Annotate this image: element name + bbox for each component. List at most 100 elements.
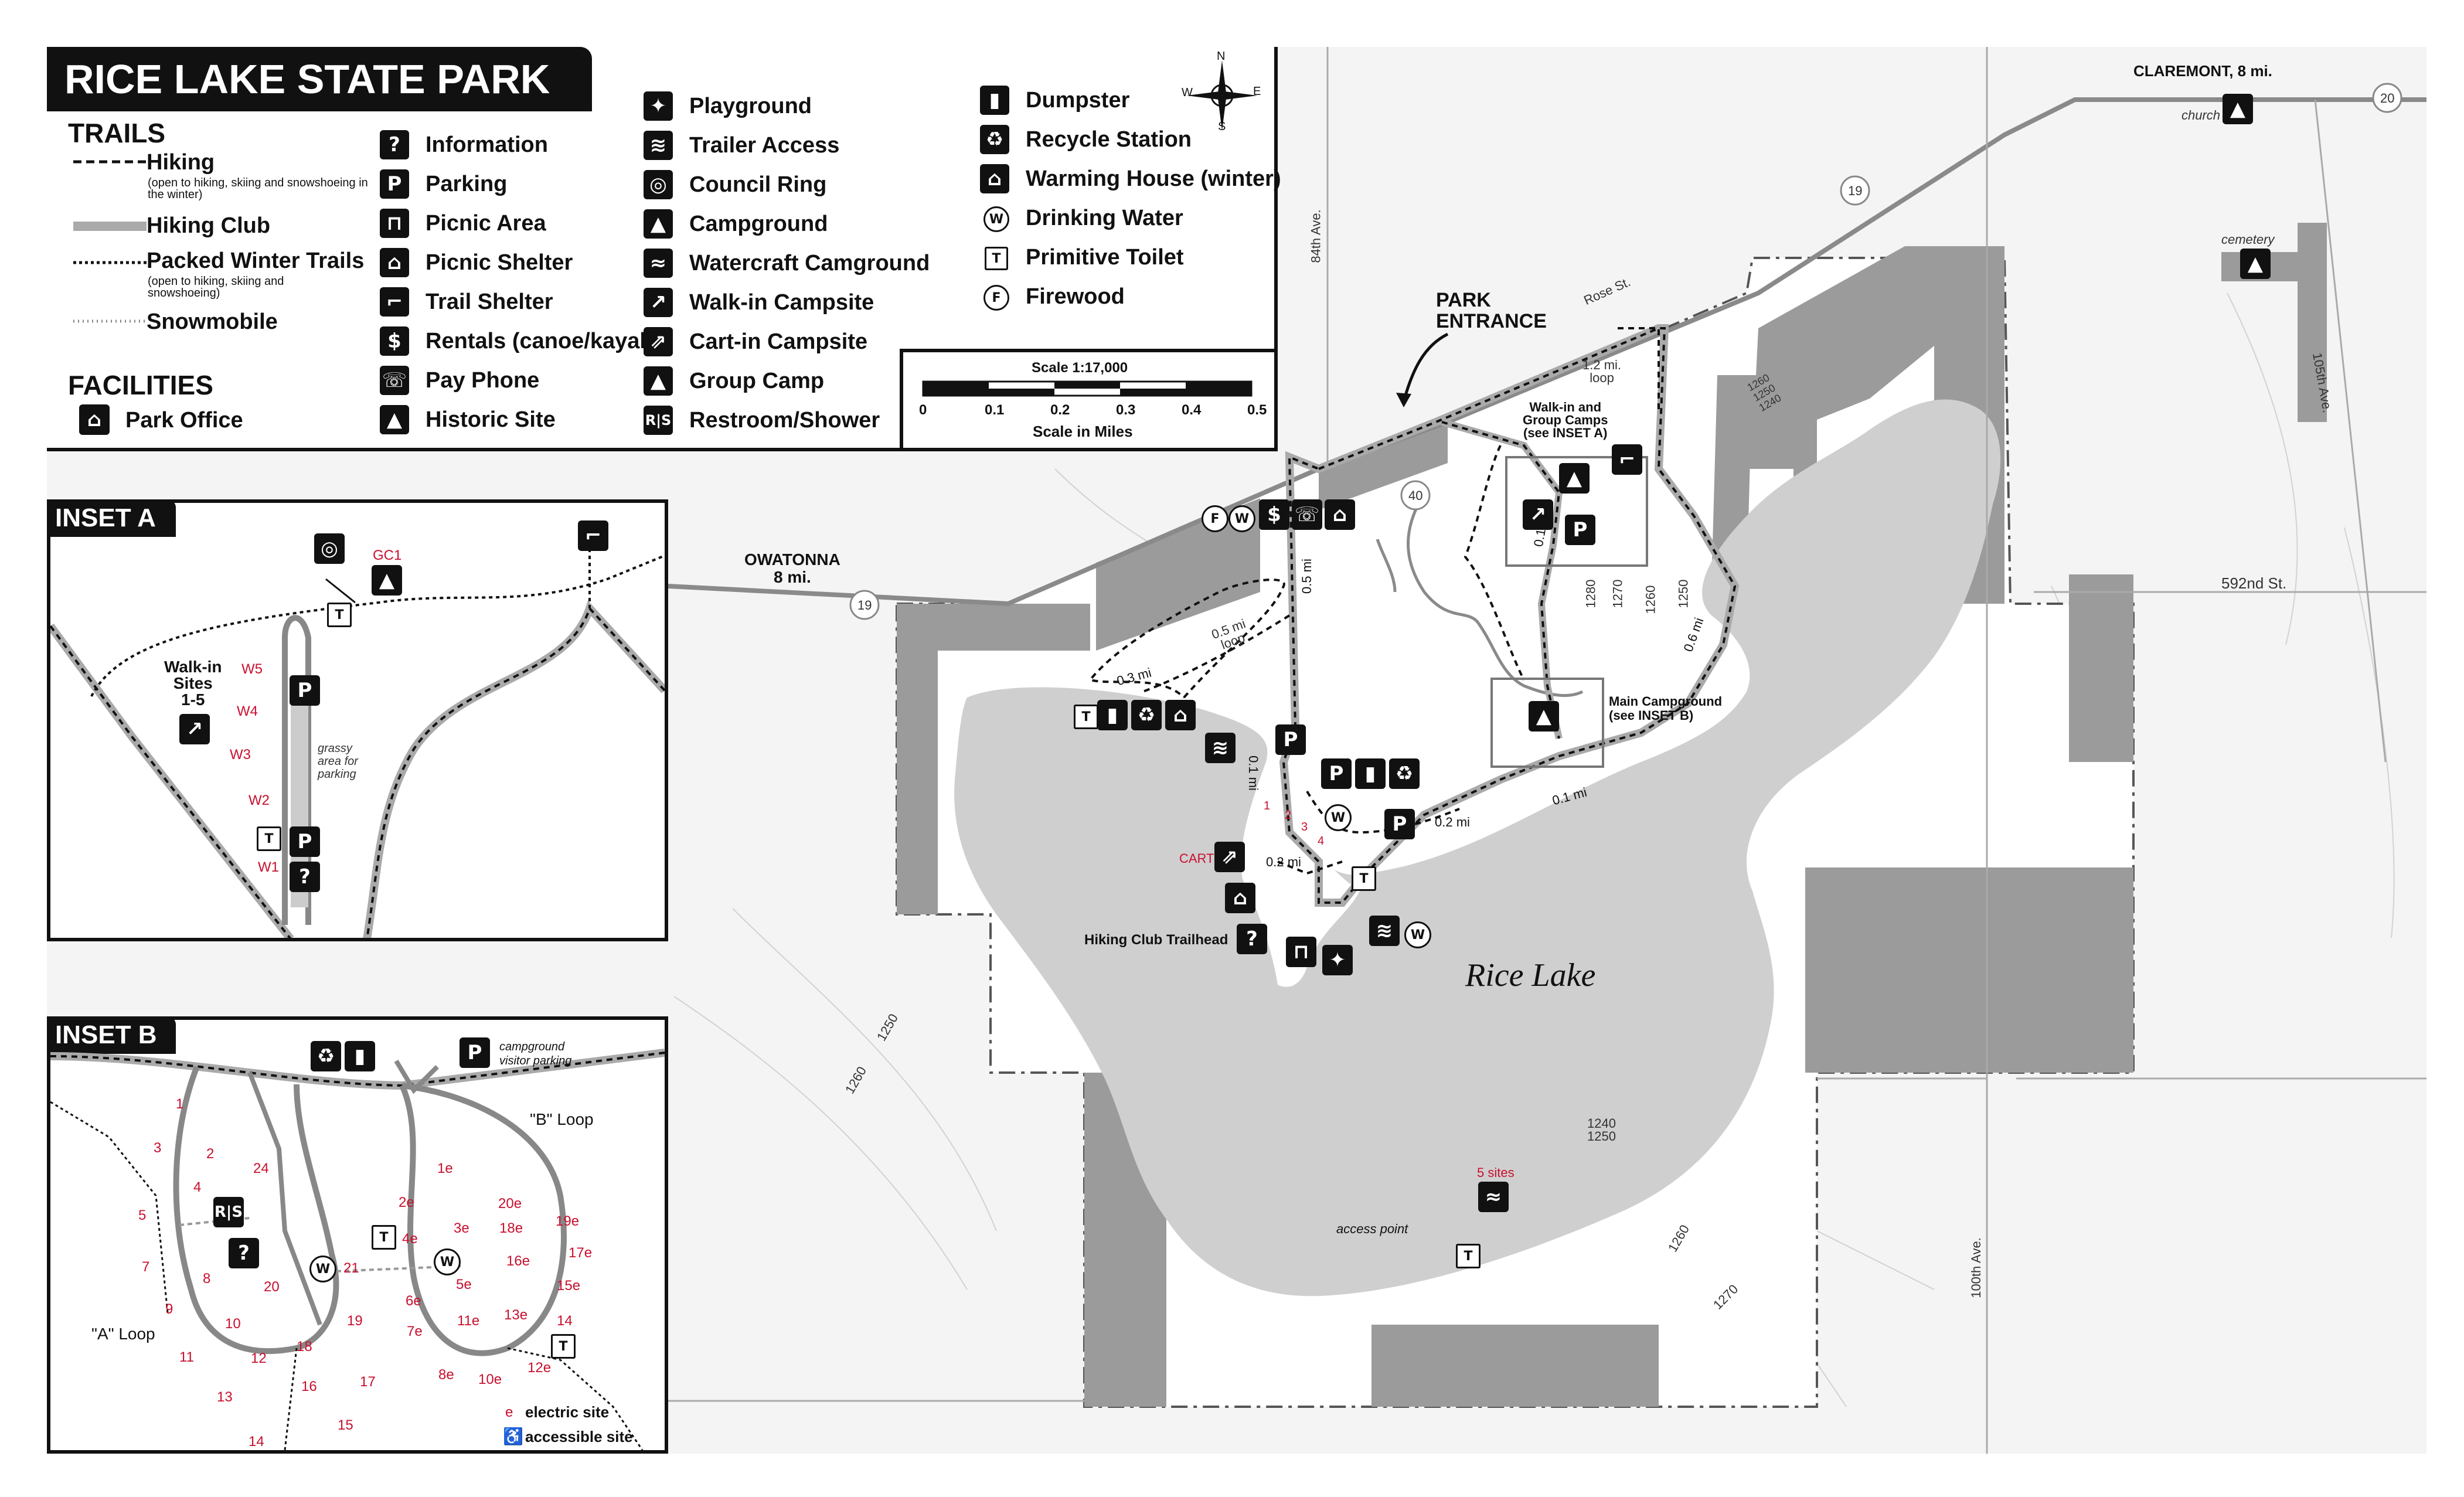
church-label: church bbox=[2181, 108, 2221, 123]
inset-b-b-loop-label: "B" Loop bbox=[530, 1110, 594, 1128]
compass-n: N bbox=[1217, 50, 1226, 63]
legend-pay-phone: Pay Phone bbox=[426, 368, 540, 393]
inset-a-toilet-icon: T bbox=[327, 603, 352, 627]
scale-bar bbox=[922, 380, 1253, 397]
inset-a-site-w2: W2 bbox=[249, 792, 270, 808]
inset-a-site-w3: W3 bbox=[230, 747, 251, 763]
parking-icon-1: P bbox=[1275, 724, 1306, 755]
inset-b-water-icon: W bbox=[309, 1256, 336, 1282]
inset-b-site-6e: 6e bbox=[406, 1293, 421, 1309]
inset-b-site-16: 16 bbox=[301, 1379, 317, 1394]
inset-b-site-9: 9 bbox=[165, 1301, 173, 1317]
inset-b-site-15: 15 bbox=[338, 1417, 353, 1433]
legend-playground: Playground bbox=[689, 94, 812, 118]
inset-b-site-8: 8 bbox=[203, 1271, 211, 1287]
dist-02a: 0.2 mi bbox=[1266, 855, 1301, 869]
legend-campground: Campground bbox=[689, 212, 828, 236]
inset-b-site-12: 12 bbox=[251, 1350, 267, 1366]
inset-a-toilet-icon-2: T bbox=[257, 826, 281, 851]
legend-parking-icon: P bbox=[380, 169, 409, 199]
inset-a-info-icon: ? bbox=[290, 862, 320, 892]
inset-b-electric-key: e bbox=[505, 1404, 513, 1420]
inset-a-walkin-sites-label: Walk-in Sites 1-5 bbox=[164, 658, 222, 709]
trail-shelter-icon: ⌐ bbox=[1612, 444, 1642, 475]
picnic-shelter-icon: ⌂ bbox=[1225, 883, 1255, 913]
legend-council-ring: Council Ring bbox=[689, 172, 827, 197]
inset-b-site-1: 1 bbox=[176, 1096, 184, 1112]
drinking-water-icon: W bbox=[1228, 505, 1255, 532]
primitive-toilet-icon-2: T bbox=[1352, 866, 1376, 891]
legend-park-office: Park Office bbox=[125, 408, 243, 433]
inset-a-trail-shelter-icon: ⌐ bbox=[578, 520, 608, 551]
legend-pay-phone-icon: ☏ bbox=[380, 366, 409, 395]
drinking-water-icon-2: W bbox=[1325, 804, 1352, 831]
legend-trail-shelter-icon: ⌐ bbox=[380, 287, 409, 317]
inset-a-site-w1: W1 bbox=[258, 859, 279, 875]
rentals-icon: $ bbox=[1259, 499, 1289, 530]
legend-packed-winter-note: (open to hiking, skiing and snowshoeing) bbox=[148, 275, 284, 300]
inset-b-site-3e: 3e bbox=[454, 1220, 469, 1236]
group-camp-icon: ▲ bbox=[1559, 463, 1590, 494]
legend-group-camp: Group Camp bbox=[689, 369, 825, 393]
rice-lake-label: Rice Lake bbox=[1465, 957, 1596, 994]
park-title: RICE LAKE STATE PARK bbox=[47, 47, 592, 111]
inset-b-roads bbox=[50, 1049, 665, 1450]
legend-group-camp-icon: ▲ bbox=[644, 366, 673, 396]
scale-panel bbox=[900, 349, 1278, 451]
legend-parking: Parking bbox=[426, 172, 508, 196]
inset-b-visitor-parking-label: campground visitor parking bbox=[499, 1040, 572, 1067]
inset-b-site-13: 13 bbox=[217, 1389, 233, 1405]
inset-b-site-14: 14 bbox=[249, 1434, 264, 1450]
legend-council-ring-icon: ◎ bbox=[644, 170, 673, 199]
parking-icon-4: P bbox=[1565, 515, 1595, 545]
inset-b-site-5: 5 bbox=[138, 1207, 147, 1223]
legend-historic-site: Historic Site bbox=[426, 407, 556, 432]
inset-b-dumpster-icon: ▮ bbox=[345, 1041, 375, 1071]
dumpster-icon-2: ▮ bbox=[1355, 758, 1386, 789]
cart-label: CART bbox=[1179, 851, 1214, 866]
inset-b-site-2: 2 bbox=[206, 1146, 215, 1162]
inset-b-site-5e: 5e bbox=[456, 1277, 472, 1292]
inset-b-site-17: 17 bbox=[360, 1374, 376, 1390]
campsite-1: 1 bbox=[1264, 799, 1271, 812]
legend-information-icon: ? bbox=[380, 130, 409, 159]
dist-02b: 0.2 mi bbox=[1435, 815, 1470, 829]
legend-playground-icon: ✦ bbox=[644, 91, 673, 121]
inset-b-site-21: 21 bbox=[343, 1260, 359, 1276]
legend-cart-in-campsite: Cart-in Campsite bbox=[689, 329, 868, 354]
walkin-group-camps-label: Walk-in and Group Camps (see INSET A) bbox=[1523, 400, 1608, 440]
picnic-area-icon: ⊓ bbox=[1286, 937, 1316, 967]
pay-phone-icon: ☏ bbox=[1292, 499, 1322, 530]
inset-b-site-16e: 16e bbox=[506, 1253, 530, 1269]
walkin-campsite-icon: ↗ bbox=[1523, 499, 1553, 530]
access-point-label: access point bbox=[1336, 1222, 1408, 1236]
cart-in-campsite-icon: ⇗ bbox=[1214, 842, 1245, 872]
contour-1270b: 1270 bbox=[1610, 579, 1625, 608]
legend-recycle-station-icon: ♻ bbox=[980, 125, 1009, 154]
entrance-arrow bbox=[1396, 332, 1449, 407]
inset-b-electric-label: electric site bbox=[525, 1403, 610, 1421]
legend-firewood-icon: F bbox=[983, 285, 1009, 311]
five-sites-label: 5 sites bbox=[1477, 1165, 1515, 1180]
legend-watercraft-camground-icon: ≈ bbox=[644, 249, 673, 278]
hwy-19-west: 19 bbox=[857, 598, 872, 613]
main-campground-label: Main Campground (see INSET B) bbox=[1609, 694, 1723, 723]
inset-a-gc1: GC1 bbox=[373, 547, 402, 563]
legend-drinking-water: Drinking Water bbox=[1026, 206, 1183, 230]
owatonna-label: OWATONNA 8 mi. bbox=[744, 550, 840, 586]
legend-restroom-shower: Restroom/Shower bbox=[689, 408, 880, 433]
hiking-club-trailhead-label: Hiking Club Trailhead bbox=[1084, 932, 1228, 948]
inset-b-site-11: 11 bbox=[179, 1349, 194, 1365]
inset-b-info-icon: ? bbox=[229, 1238, 259, 1268]
contour-1240: 1240 1250 bbox=[1587, 1116, 1616, 1144]
inset-b-site-13e: 13e bbox=[504, 1307, 528, 1323]
watercraft-campground-icon: ≈ bbox=[1478, 1182, 1509, 1212]
hwy-40: 40 bbox=[1408, 488, 1423, 503]
legend-snowmobile: Snowmobile bbox=[147, 309, 278, 334]
trails-heading: TRAILS bbox=[68, 118, 166, 148]
church-historic-icon: ▲ bbox=[2223, 94, 2253, 124]
inset-b-site-19e: 19e bbox=[556, 1213, 580, 1229]
park-office-icon: ⌂ bbox=[79, 404, 110, 435]
legend-historic-site-icon: ▲ bbox=[380, 405, 409, 434]
scale-tick-label: 0.5 bbox=[1247, 402, 1267, 418]
